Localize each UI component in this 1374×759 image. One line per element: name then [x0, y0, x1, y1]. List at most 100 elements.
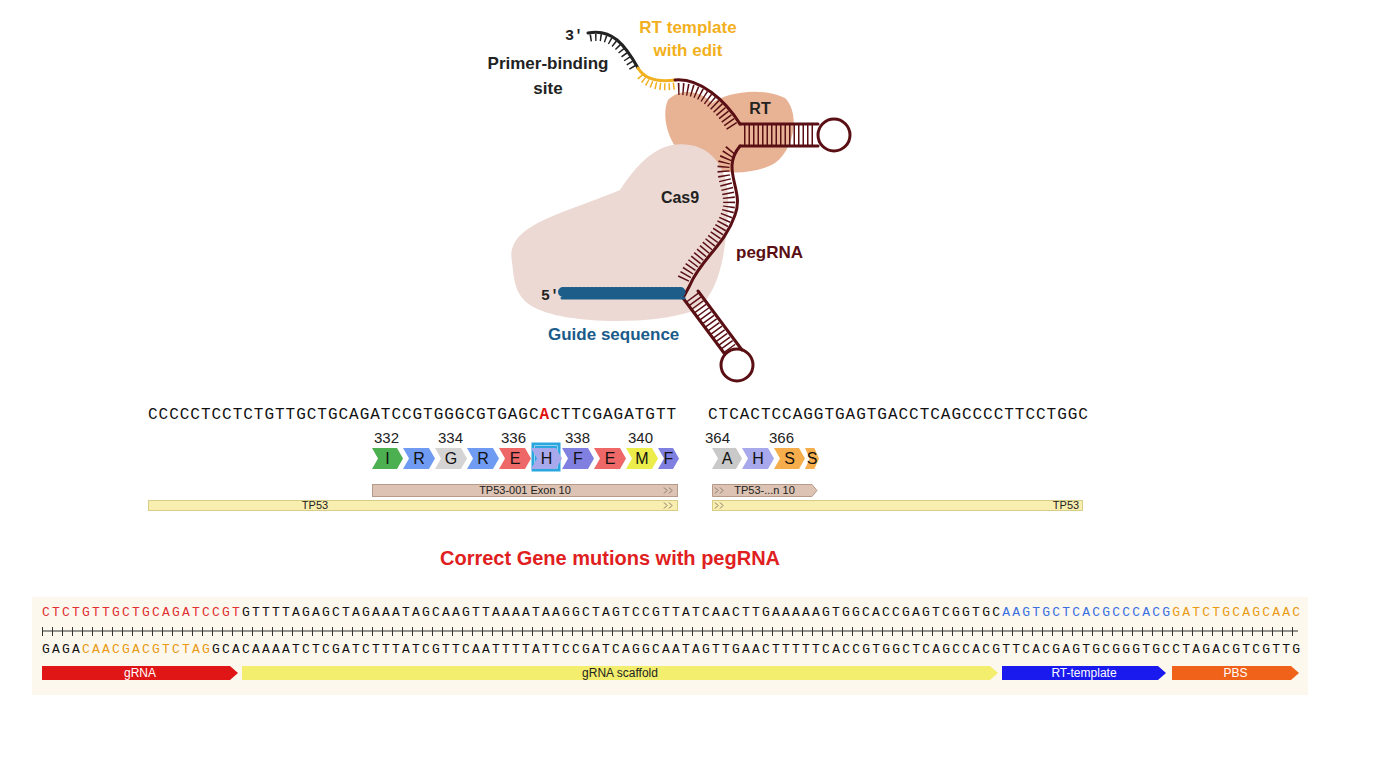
node-label: F: [664, 451, 674, 467]
shape-outline: [149, 501, 678, 511]
amino-acid-arrow: S: [774, 448, 805, 469]
continuation-mark: [664, 503, 667, 509]
amino-acid-arrow: H: [742, 448, 774, 469]
node-label: RT: [749, 101, 770, 117]
continuation-mark: [669, 488, 672, 494]
shape-outline: [626, 448, 658, 469]
shape-outline: [658, 448, 679, 469]
residue-number: 366: [769, 430, 794, 447]
node-shape: [712, 500, 1083, 511]
diagram-title: Correct Gene mutions with pegRNA: [0, 547, 1220, 570]
continuation-mark: [715, 503, 718, 509]
node-label: A: [722, 451, 733, 467]
shape-outline: [531, 448, 562, 469]
shape-outline: [467, 448, 499, 469]
shape-outline: [242, 666, 998, 680]
amino-acid-arrow: H: [531, 448, 562, 469]
sequence-text: CTTCGAGATGTT: [550, 406, 677, 424]
amino-acid-arrow: R: [403, 448, 435, 469]
shape-outline: [435, 448, 467, 469]
hairpin-loop: [818, 119, 850, 151]
shape-outline: [1172, 666, 1299, 680]
sequence-text: GTTTTAGAGCTAGAAATAGCAAGTTAAAATAAGGCTAGTC…: [242, 605, 1002, 620]
ruler-ticks: [42, 627, 1299, 636]
node-label: G: [445, 451, 457, 467]
shape-outline: [713, 485, 818, 497]
illustration-label: RT template with edit: [628, 16, 748, 62]
node-label: gRNA: [124, 667, 156, 679]
node-label: I: [385, 451, 389, 467]
shape-outline: [403, 448, 435, 469]
amino-acid-arrow: G: [435, 448, 467, 469]
illustration-label: pegRNA: [736, 244, 803, 263]
gene-bar: TP53: [712, 500, 1083, 511]
node-label: H: [541, 451, 553, 467]
sequence-text: CTCTGTTGCTGCAGATCCGT: [42, 605, 242, 620]
shape-outline: [742, 448, 774, 469]
amino-acid-arrow: F: [658, 448, 679, 469]
stem-strand: [740, 145, 818, 148]
amino-acid-arrow: A: [712, 448, 742, 469]
residue-number: 364: [705, 430, 730, 447]
sequence-text: CTCACTCCAGGTGAGTGACCTCAGCCCCTTCCTGGC: [708, 406, 1089, 424]
shape-outline: [712, 448, 742, 469]
node-label: E: [510, 451, 521, 467]
residue-number: 338: [565, 430, 590, 447]
node-label: M: [635, 451, 648, 467]
sequence-text: A: [540, 406, 551, 424]
hairpin-loop: [721, 349, 753, 381]
node-label: TP53: [1053, 500, 1079, 511]
node-label: S: [807, 451, 818, 467]
shape-outline: [372, 448, 403, 469]
residue-number: 340: [628, 430, 653, 447]
shape-outline: [562, 448, 594, 469]
node-label: gRNA scaffold: [582, 667, 658, 679]
gene-bar: TP53: [148, 500, 678, 511]
node-shape: [148, 500, 678, 511]
node-label: F: [573, 451, 583, 467]
node-label: TP53: [302, 500, 328, 511]
shape-outline: [713, 501, 1083, 511]
node-label: R: [413, 451, 425, 467]
illustration-label: Guide sequence: [548, 326, 679, 345]
sequence-row: CCCCCTCCTCTGTTGCTGCAGATCCGTGGGCGTGAGCACT…: [148, 406, 677, 425]
sequence-panel: [32, 597, 1308, 695]
guide-teeth: [563, 287, 682, 297]
shape-outline: [805, 448, 819, 469]
node-label: E: [605, 451, 616, 467]
node-label: Cas9: [661, 190, 699, 206]
shape-outline: [1002, 666, 1166, 680]
shape-outline: [373, 485, 678, 497]
rt-template-teeth: [640, 76, 675, 87]
feature-arrow: RT-template: [1002, 666, 1166, 680]
stem-strand: [740, 123, 818, 126]
amino-acid-arrow: E: [594, 448, 626, 469]
stem-strand: [698, 291, 742, 350]
node-label: TP53-...n 10: [734, 485, 795, 496]
continuation-mark: [669, 503, 672, 509]
node-shape: [505, 140, 735, 330]
amino-acid-arrow: F: [562, 448, 594, 469]
sequence-text: AAGTGCTCACGCCCACG: [1002, 605, 1172, 620]
node-label: TP53-001 Exon 10: [479, 485, 571, 496]
residue-number: 334: [438, 430, 463, 447]
shape-outline: [42, 666, 238, 680]
continuation-mark: [720, 503, 723, 509]
exon-bar: TP53-001 Exon 10: [372, 484, 678, 497]
residue-number: 336: [501, 430, 526, 447]
sequence-row: GAGACAACGACGTCTAGGCACAAAATCTCGATCTTTATCG…: [42, 642, 1302, 658]
amino-acid-arrow: R: [467, 448, 499, 469]
node-label: R: [477, 451, 489, 467]
continuation-mark: [720, 488, 723, 494]
amino-acid-arrow: M: [626, 448, 658, 469]
cas9-protein: Cas9: [505, 140, 735, 330]
continuation-mark: [664, 488, 667, 494]
residue-number: 332: [374, 430, 399, 447]
sequence-text: GATCTGCAGCAAC: [1172, 605, 1302, 620]
shape-outline: [594, 448, 626, 469]
rt-template-strand: [638, 68, 675, 81]
sequence-row: CTCACTCCAGGTGAGTGACCTCAGCCCCTTCCTGGC: [708, 406, 1089, 425]
illustration-label: 5': [541, 289, 559, 306]
node-label: RT-template: [1051, 667, 1116, 679]
